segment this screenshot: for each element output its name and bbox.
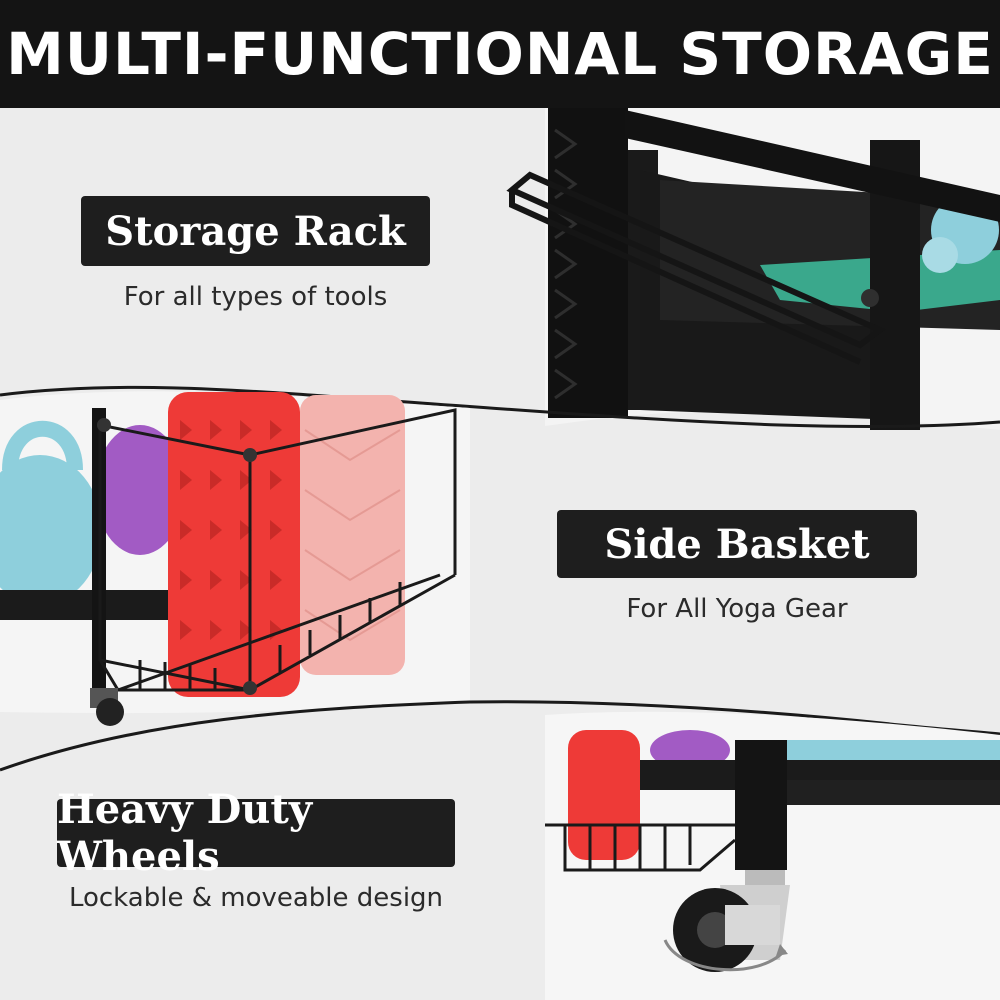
storage-rack-photo (506, 108, 1000, 430)
side-basket-title: Side Basket (604, 520, 870, 568)
storage-rack-caption: For all types of tools (123, 282, 388, 312)
storage-rack-label: Storage Rack (81, 196, 430, 266)
storage-rack-title: Storage Rack (105, 207, 406, 255)
page-title: MULTI-FUNCTIONAL STORAGE (6, 20, 994, 88)
wheels-title: Heavy Duty Wheels (57, 786, 313, 880)
side-basket-photo (0, 391, 470, 726)
product-illustration (0, 108, 1000, 1000)
wave-divider (0, 385, 1000, 428)
wheels-photo (545, 711, 1000, 1000)
side-basket-caption: For All Yoga Gear (626, 594, 848, 624)
wheels-caption: Lockable & moveable design (68, 883, 444, 913)
side-basket-label: Side Basket (557, 510, 917, 578)
wheels-label: Heavy Duty Wheels (57, 786, 455, 880)
header-banner: MULTI-FUNCTIONAL STORAGE (0, 0, 1000, 108)
